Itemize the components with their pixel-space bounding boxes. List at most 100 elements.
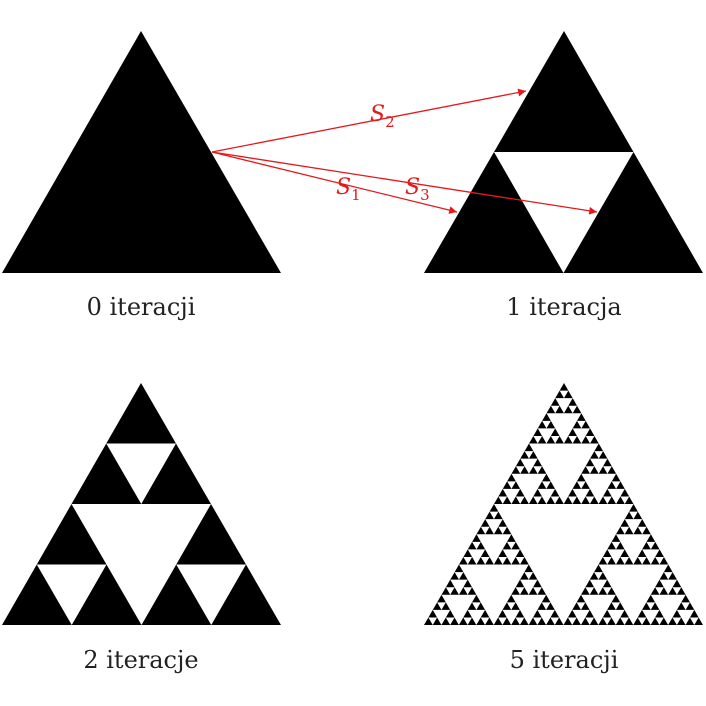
- triangle-piece: [445, 609, 455, 618]
- triangle-piece: [555, 496, 564, 504]
- triangle-piece: [689, 609, 699, 618]
- triangle-piece: [620, 549, 630, 557]
- triangle-piece: [642, 556, 651, 565]
- triangle-piece: [515, 458, 525, 467]
- triangle-piece: [668, 572, 677, 580]
- triangle-piece: [506, 594, 516, 603]
- triangle-piece: [528, 496, 538, 504]
- triangle-piece: [546, 496, 556, 504]
- triangle-piece: [432, 617, 442, 625]
- triangle-piece: [624, 496, 634, 504]
- triangle-piece: [533, 579, 542, 588]
- triangle-piece: [572, 420, 582, 429]
- triangle-piece: [616, 481, 625, 489]
- triangle-piece: [576, 473, 586, 482]
- map-label-s1: S1: [336, 175, 361, 204]
- triangle-piece: [572, 481, 582, 489]
- triangle-piece: [485, 511, 494, 520]
- triangle-piece: [537, 481, 547, 489]
- triangle-piece: [581, 420, 591, 429]
- triangle-piece: [663, 564, 673, 573]
- triangle-piece: [485, 526, 494, 535]
- triangle-piece: [528, 451, 538, 459]
- triangle-piece: [511, 617, 520, 625]
- triangle-piece: [559, 383, 569, 391]
- triangle-piece: [480, 519, 490, 527]
- triangle-piece: [141, 564, 212, 625]
- triangle-piece: [537, 587, 547, 595]
- triangle-piece: [515, 579, 525, 588]
- triangle-piece: [585, 458, 595, 467]
- triangle-piece: [502, 541, 512, 550]
- triangle-piece: [2, 31, 281, 273]
- triangle-piece: [533, 458, 543, 467]
- triangle-piece: [611, 594, 621, 603]
- triangle-piece: [520, 556, 529, 565]
- triangle-piece: [550, 398, 560, 406]
- triangle-piece: [541, 594, 551, 603]
- triangle-piece: [498, 488, 508, 497]
- triangle-piece: [668, 617, 677, 625]
- triangle-piece: [676, 617, 686, 625]
- triangle-piece: [590, 435, 599, 444]
- triangle-piece: [685, 617, 695, 625]
- triangle-piece: [424, 152, 564, 273]
- triangle-piece: [598, 556, 608, 565]
- triangle-piece: [141, 443, 211, 504]
- triangle-piece: [458, 617, 468, 625]
- triangle-piece: [36, 504, 107, 565]
- triangle-piece: [71, 564, 142, 625]
- triangle-piece: [498, 519, 508, 527]
- triangle-piece: [459, 556, 468, 565]
- triangle-piece: [458, 572, 468, 580]
- triangle-piece: [511, 481, 521, 489]
- triangle-piece: [650, 587, 660, 595]
- triangle-piece: [476, 556, 486, 565]
- triangle-piece: [480, 549, 490, 557]
- triangle-piece: [498, 609, 507, 618]
- triangle-piece: [528, 572, 538, 580]
- triangle-piece: [620, 519, 630, 527]
- triangle-piece: [607, 617, 616, 625]
- triangle-piece: [467, 541, 477, 550]
- triangle-piece: [607, 541, 616, 550]
- triangle-piece: [611, 534, 621, 542]
- triangle-piece: [546, 617, 555, 625]
- triangle-piece: [520, 451, 529, 459]
- triangle-piece: [681, 594, 690, 603]
- triangle-piece: [472, 534, 481, 542]
- map-label-s3: S3: [405, 175, 430, 204]
- triangle-piece: [546, 602, 555, 610]
- triangle-piece: [511, 466, 521, 474]
- triangle-piece: [646, 594, 656, 603]
- triangle-piece: [602, 609, 612, 618]
- triangle-piece: [581, 435, 591, 444]
- triangle-piece: [476, 602, 486, 610]
- triangle-piece: [502, 617, 512, 625]
- triangle-piece: [650, 556, 660, 565]
- triangle-piece: [519, 587, 529, 595]
- triangle-piece: [624, 511, 634, 520]
- triangle-piece: [528, 587, 538, 595]
- caption-iteration-0: 0 iteracji: [87, 293, 196, 321]
- triangle-piece: [542, 473, 551, 482]
- triangle-piece: [580, 602, 590, 610]
- triangle-piece: [537, 420, 547, 429]
- triangle-piece: [546, 481, 556, 489]
- triangle-piece: [607, 466, 617, 474]
- triangle-piece: [537, 602, 547, 610]
- triangle-piece: [694, 617, 703, 625]
- triangle-piece: [515, 488, 525, 497]
- mapping-arrows: [211, 88, 598, 215]
- triangle-piece: [537, 496, 547, 504]
- triangle-piece: [432, 602, 442, 610]
- triangle-piece: [502, 496, 512, 504]
- triangle-piece: [598, 617, 608, 625]
- triangle-piece: [472, 594, 481, 603]
- triangle-piece: [616, 496, 625, 504]
- triangle-piece: [511, 496, 521, 504]
- arrow-s3: [211, 151, 598, 215]
- triangle-piece: [598, 451, 608, 459]
- triangle-piece: [567, 609, 577, 618]
- triangle-piece: [589, 572, 599, 580]
